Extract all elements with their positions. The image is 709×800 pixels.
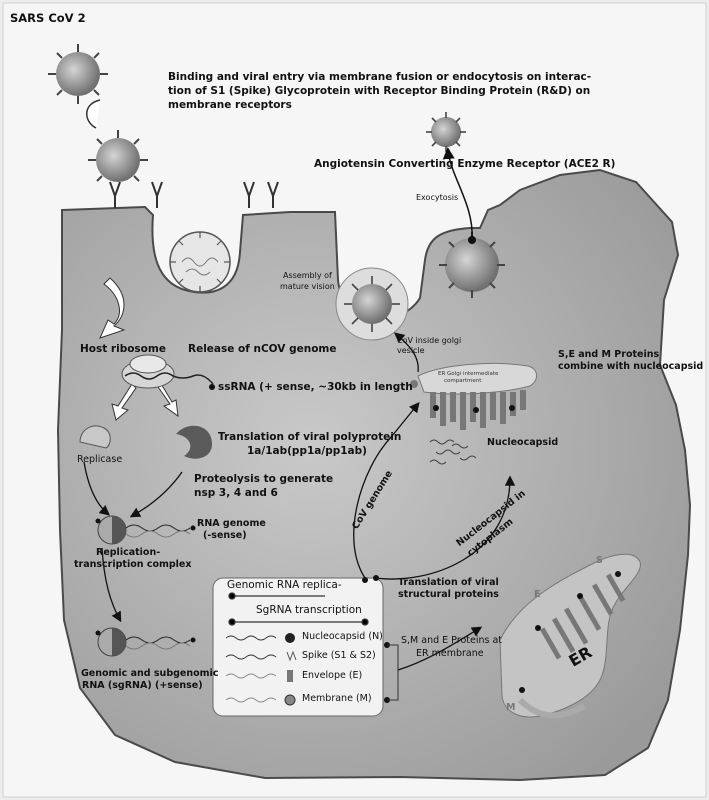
exocytosis-virus (439, 232, 505, 298)
genomic-subgenomic-label-1: Genomic and subgenomic (81, 668, 219, 679)
host-ribosome-label: Host ribosome (80, 343, 166, 355)
er-letter-s: S (596, 555, 603, 566)
legend-nucleocapsid: Nucleocapsid (N) (302, 631, 383, 642)
virus-outside (48, 44, 108, 104)
replication-complex-label-1: Replication- (96, 547, 161, 558)
rna-genome-label-2: (-sense) (203, 530, 247, 541)
virus-binding (88, 130, 148, 182)
ergic-compartment (410, 362, 537, 430)
nucleocapsid-label: Nucleocapsid (487, 437, 559, 448)
assembly-label-2: mature vision (280, 282, 335, 291)
proteolysis-label-2: nsp 3, 4 and 6 (194, 487, 278, 499)
proteolysis-label-1: Proteolysis to generate (194, 473, 334, 485)
box-rna-lines (228, 592, 369, 626)
box-legend-rnas (225, 635, 277, 703)
ace2-label: Angiotensin Converting Enzyme Receptor (… (314, 158, 616, 170)
diagram-title: SARS CoV 2 (10, 11, 86, 25)
er-letter-m: M (506, 702, 516, 713)
mature-virion (335, 267, 409, 341)
golgi-vesicle-label-2: vesicle (397, 346, 425, 355)
box-transcription-label: SgRNA transcription (256, 604, 362, 616)
replication-complex-label-2: transcription complex (74, 559, 192, 570)
sme-er-label-1: S,M and E Proteins at (401, 635, 502, 646)
legend-icons (284, 633, 297, 706)
nucleocapsid-cluster (429, 439, 477, 465)
sem-proteins-label-1: S,E and M Proteins (558, 349, 660, 360)
er-membrane (499, 553, 641, 719)
sem-proteins-label-2: combine with nucleocapsid (558, 361, 704, 372)
er-letter-e: E (534, 589, 541, 600)
legend-envelope: Envelope (E) (302, 670, 363, 681)
protease-shape (176, 425, 212, 459)
release-arrow (99, 277, 126, 339)
replication-complex-1 (95, 515, 196, 545)
endocytosed-virus (169, 231, 231, 293)
release-label: Release of nCOV genome (188, 343, 337, 355)
ergic-label-1: ER Golgi intermediate (438, 371, 499, 377)
host-ribosome (121, 354, 215, 390)
entry-text-line-3: membrane receptors (168, 99, 292, 111)
exocytosis-arrow (442, 147, 473, 239)
virus-released (426, 112, 466, 152)
entry-text-line-2: tion of S1 (Spike) Glycoprotein with Rec… (168, 85, 591, 97)
ssrna-label: ssRNA (+ sense, ~30kb in length (218, 381, 413, 393)
legend-membrane: Membrane (M) (302, 693, 372, 704)
rna-genome-label-1: RNA genome (197, 518, 266, 529)
exocytosis-label: Exocytosis (416, 193, 459, 202)
replicase-shape (79, 425, 111, 449)
translation-polyprotein-label-1: Translation of viral polyprotein (218, 431, 402, 443)
ergic-label-2: compartment (444, 378, 482, 384)
assembly-label-1: Assembly of (283, 271, 332, 280)
transcription-box (212, 577, 384, 717)
translation-structural-label-1: Translation of viral (398, 577, 499, 588)
genomic-subgenomic-label-2: RNA (sgRNA) (+sense) (82, 680, 203, 691)
translation-structural-label-2: structural proteins (398, 589, 499, 600)
replication-complex-2 (95, 627, 196, 657)
translation-polyprotein-label-2: 1a/1ab(pp1a/pp1ab) (247, 445, 367, 457)
ace2-receptors (109, 181, 279, 208)
entry-arrow (86, 99, 101, 129)
entry-text-line-1: Binding and viral entry via membrane fus… (168, 71, 592, 83)
legend-spike: Spike (S1 & S2) (302, 650, 376, 661)
golgi-vesicle-label-1: CoV inside golgi (397, 336, 462, 345)
sme-er-label-2: ER membrane (416, 648, 484, 659)
replicase-label: Replicase (77, 454, 123, 465)
box-replication-label: Genomic RNA replica- (227, 579, 342, 591)
